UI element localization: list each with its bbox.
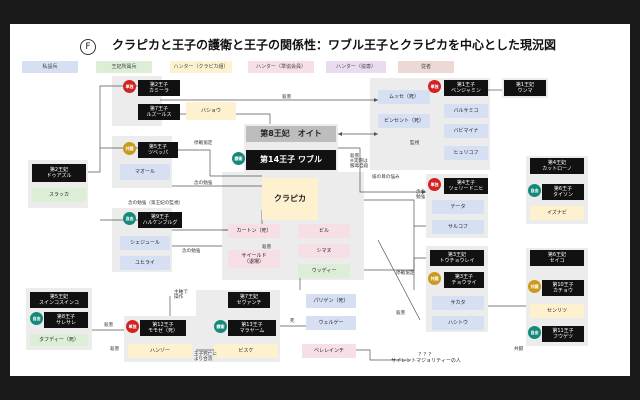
- node-p3: 第3王子 チョウライ: [444, 272, 484, 288]
- node-p10: 第10王子 カチョウ: [542, 280, 584, 296]
- edge-label: 念の 勉強: [416, 190, 426, 200]
- node-secret: ？？？ サイレントマジョリティーの人: [391, 352, 461, 364]
- edge-label: 殺害: [396, 311, 406, 316]
- badge-free: 自由: [123, 212, 136, 225]
- edge-label: 停戦協定: [396, 271, 415, 276]
- node-p12: 第12王子 モモゼ（死）: [140, 320, 186, 336]
- node-q5: 第5王妃 スインコスインコ: [30, 292, 88, 308]
- node-p7: 第7王子 ルズールス: [138, 104, 180, 120]
- node-baru: バルサミコ: [444, 104, 488, 118]
- node-suraka: スラッカ: [32, 188, 86, 202]
- edge-label: 殺害: [110, 347, 120, 352]
- node-paryugin: パリゲン（死）: [306, 294, 356, 308]
- badge-single: 単独: [428, 80, 441, 93]
- node-p5: 第5王子 ツベッパ: [138, 142, 178, 158]
- node-p6: 第6王子 タイソン: [542, 184, 584, 200]
- badge-shared: 共闘: [123, 142, 136, 155]
- badge-shared: 共闘: [428, 272, 441, 285]
- node-q3: 第3王妃 トウチョウレイ: [430, 250, 484, 266]
- legend-item: ハンター（準協会員）: [248, 61, 314, 73]
- node-kurapika: クラピカ: [262, 178, 318, 220]
- edge-label: 監視: [410, 141, 420, 146]
- node-p11: 第11王子 フウゲツ: [542, 326, 584, 342]
- node-cartoon: カートン（死）: [228, 224, 280, 238]
- node-bashow: バショウ: [186, 102, 236, 120]
- node-q2: 第2王妃 ドゥアズル: [32, 164, 86, 182]
- node-hashito: ハシトウ: [432, 316, 484, 330]
- legend-item: 王妃所属兵: [96, 61, 152, 73]
- edge-label: 主軸で 操作: [174, 290, 188, 300]
- badge-free: 自由: [528, 184, 541, 197]
- edge-label: 殺害: [282, 95, 292, 100]
- edge-label: 王子死亡に より合流: [194, 352, 217, 362]
- edge-label: 念の勉強（第王妃の監視）: [128, 201, 184, 206]
- node-hyuri: ヒュリコフ: [444, 146, 488, 160]
- edge-label: 殺害: [104, 323, 114, 328]
- badge-free: 自由: [528, 326, 541, 339]
- legend-item: 従者: [398, 61, 454, 73]
- node-p1: 第1王子 ベンジャミン: [444, 80, 488, 96]
- node-p14: 第14王子 ワブル: [246, 150, 336, 170]
- edge-label: 殺害 ※実際は 服毒自殺: [350, 154, 369, 169]
- node-mao: マオール: [120, 164, 170, 180]
- node-q1: 第1王妃 ウンマ: [504, 80, 546, 96]
- node-mussen: ムッセ（死）: [378, 90, 430, 104]
- node-p13: 第13王子 マラヤーム: [228, 320, 276, 336]
- node-shimano: シマヌ: [298, 244, 350, 258]
- node-werge: ウェルゲー: [306, 316, 356, 330]
- node-q8: 第8王妃 オイト: [246, 126, 336, 142]
- legend-item: 私設兵: [22, 61, 78, 73]
- node-q7: 第7王妃 セヴァンチ: [228, 292, 270, 308]
- badge-single: 単独: [123, 80, 136, 93]
- node-salko: サルコフ: [432, 220, 484, 234]
- node-p8: 第8王子 サレサレ: [44, 312, 88, 328]
- node-woodie: ウッディー: [298, 264, 350, 278]
- node-p9: 第9王子 ハルケンブルグ: [138, 212, 182, 228]
- legend-item: ハンター（協専）: [326, 61, 386, 73]
- node-babi: バビマイナ: [444, 124, 488, 138]
- edge-label: 念の勉強: [182, 249, 201, 254]
- edge-label: 緋の目の悩み: [372, 175, 400, 180]
- node-teta: テータ: [432, 200, 484, 214]
- node-bisuke: ビスケ: [214, 344, 278, 358]
- node-q4: 第4王妃 カットローノ: [530, 158, 584, 174]
- node-sheju: シェジュール: [120, 236, 170, 250]
- legend-item: ハンター（クラピカ組）: [170, 61, 232, 73]
- section-letter: F: [80, 39, 96, 55]
- badge-shared: 共闘: [528, 280, 541, 293]
- node-q6: 第6王妃 セイコ: [530, 250, 584, 266]
- node-izunabi: イズナビ: [530, 206, 584, 220]
- badge-escort: 護衛: [232, 152, 245, 165]
- edge-label: 共闘: [514, 347, 524, 352]
- node-p2: 第2王子 カミーラ: [138, 80, 180, 96]
- node-saird: サイールド （退場）: [228, 250, 280, 268]
- edge-label: 死: [290, 319, 295, 324]
- node-yuribu: ユヒライ: [120, 256, 170, 270]
- badge-escort: 護衛: [214, 320, 227, 333]
- edge-label: 念の勉強: [194, 181, 213, 186]
- node-sakata: サカタ: [432, 296, 484, 310]
- node-senri: センリツ: [530, 304, 584, 318]
- node-beregintei: ベレレインチ: [302, 344, 356, 358]
- diagram-title: クラピカと王子の護衛と王子の関係性：ワブル王子とクラピカを中心とした現況図: [112, 38, 557, 52]
- node-tafudi: タフディー（死）: [30, 334, 88, 346]
- node-vincent: ビンセント（死）: [378, 114, 430, 128]
- badge-free: 自由: [30, 312, 43, 325]
- badge-single: 単独: [428, 178, 441, 191]
- node-hanzo: ハンゾー: [128, 344, 192, 358]
- badge-single: 単独: [126, 320, 139, 333]
- node-p4: 第4王子 ツェリードニヒ: [444, 178, 488, 194]
- edge-label: 殺害: [262, 245, 272, 250]
- node-bill: ビル: [298, 224, 350, 238]
- edge-label: 停戦協定: [194, 141, 213, 146]
